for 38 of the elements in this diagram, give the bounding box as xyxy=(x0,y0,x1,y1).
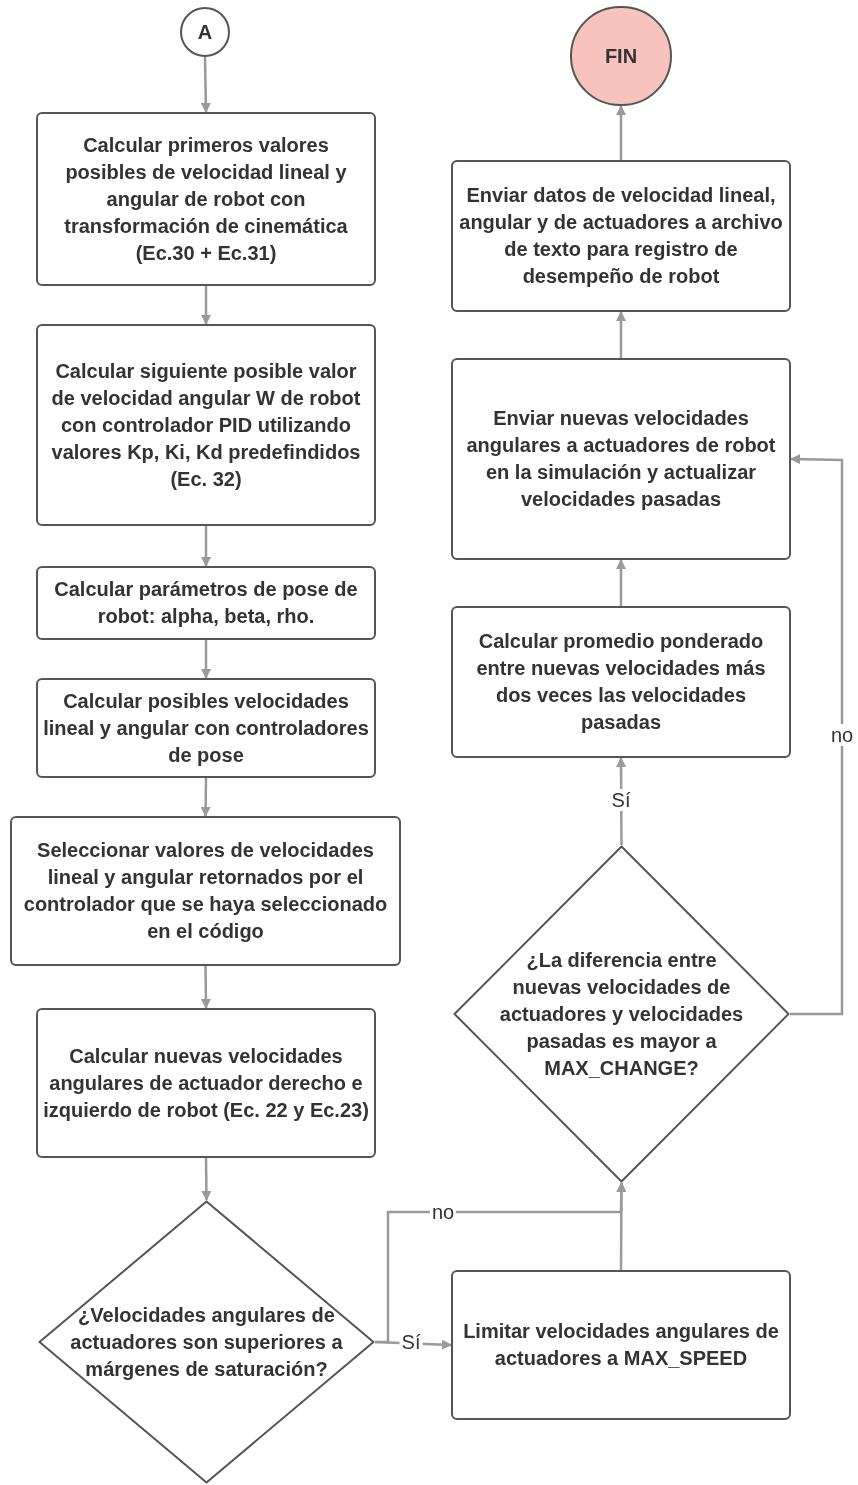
process-box xyxy=(10,816,401,966)
node-text: Enviar datos de velocidad lineal, angular y de actuadores a archivo de texto para registro de desempeño de robot xyxy=(458,183,784,289)
node-text: Enviar nuevas velocidades angulares a actuadores de robot en la simulación y actualizar velocidades pasadas xyxy=(465,406,777,512)
edge-label: Sí xyxy=(609,789,633,811)
arrow xyxy=(616,311,626,358)
node-text: Calcular primeros valores posibles de velocidad lineal y angular de robot con transformación de cinemática (Ec.30 + Ec.31) xyxy=(63,132,349,266)
process-box xyxy=(36,678,376,778)
node-text: Calcular posibles velocidades lineal y angular con controladores de pose xyxy=(42,688,370,768)
node-text: Calcular siguiente posible valor de velocidad angular W de robot con controlador PID utilizando valores Kp, Ki, Kd predefindidos (Ec. 32) xyxy=(50,358,362,492)
node-text: A xyxy=(197,19,213,45)
process-box xyxy=(36,112,376,286)
node-text: Calcular parámetros de pose de robot: alpha, beta, rho. xyxy=(53,577,359,629)
arrow xyxy=(200,966,211,1009)
node-text: Calcular nuevas velocidades angulares de actuador derecho e izquierdo de robot (Ec. 22 y Ec.23) xyxy=(42,1043,370,1123)
process-box xyxy=(36,1008,376,1158)
node-text: Calcular promedio ponderado entre nuevas velocidades más dos veces las velocidades pasadas xyxy=(475,629,767,735)
arrow xyxy=(201,286,211,325)
arrow xyxy=(200,56,211,113)
process-box xyxy=(451,160,791,312)
arrow xyxy=(200,778,211,817)
node-text: FIN xyxy=(604,43,638,69)
node-text: Limitar velocidades angulares de actuadores a MAX_SPEED xyxy=(462,1319,780,1371)
process-box xyxy=(36,324,376,526)
node-text: Seleccionar valores de velocidades lineal y angular retornados por el controlador que se haya seleccionado en el código xyxy=(22,838,389,944)
arrow xyxy=(616,105,626,160)
process-box xyxy=(451,358,791,560)
arrow xyxy=(616,1182,627,1270)
arrow xyxy=(201,640,211,679)
arrow xyxy=(616,757,627,845)
node-text: ¿La diferencia entre nuevas velocidades de actuadores y velocidades pasadas es mayor a MAX_CHANGE? xyxy=(499,947,744,1081)
arrow xyxy=(201,1158,212,1201)
node-text: ¿Velocidades angulares de actuadores son superiores a márgenes de saturación? xyxy=(69,1302,344,1382)
arrow xyxy=(790,454,844,1016)
process-box xyxy=(451,606,791,758)
process-box xyxy=(451,1270,791,1420)
arrow xyxy=(616,559,626,606)
process-box xyxy=(36,566,376,640)
arrow xyxy=(201,526,211,567)
